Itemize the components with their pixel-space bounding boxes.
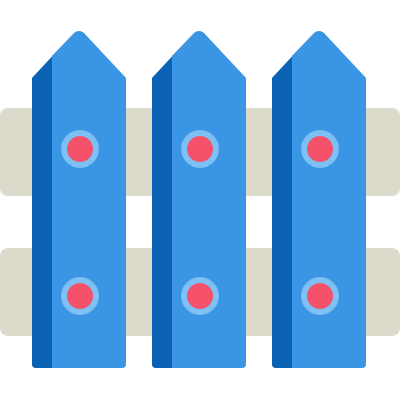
picket-face	[32, 31, 126, 368]
nail-head-bottom	[307, 283, 333, 309]
picket-face	[272, 31, 366, 368]
picket-shadow	[32, 32, 75, 368]
nail-head-bottom	[67, 283, 93, 309]
fence-picket-middle	[152, 31, 246, 368]
picket-face	[152, 31, 246, 368]
nail-head-top	[187, 136, 213, 162]
fence-picket-right	[272, 31, 366, 368]
picket-shadow	[152, 32, 195, 368]
nail-head-top	[307, 136, 333, 162]
nail-head-bottom	[187, 283, 213, 309]
picket-shadow	[272, 32, 315, 368]
nail-head-top	[67, 136, 93, 162]
fence-picket-left	[32, 31, 126, 368]
